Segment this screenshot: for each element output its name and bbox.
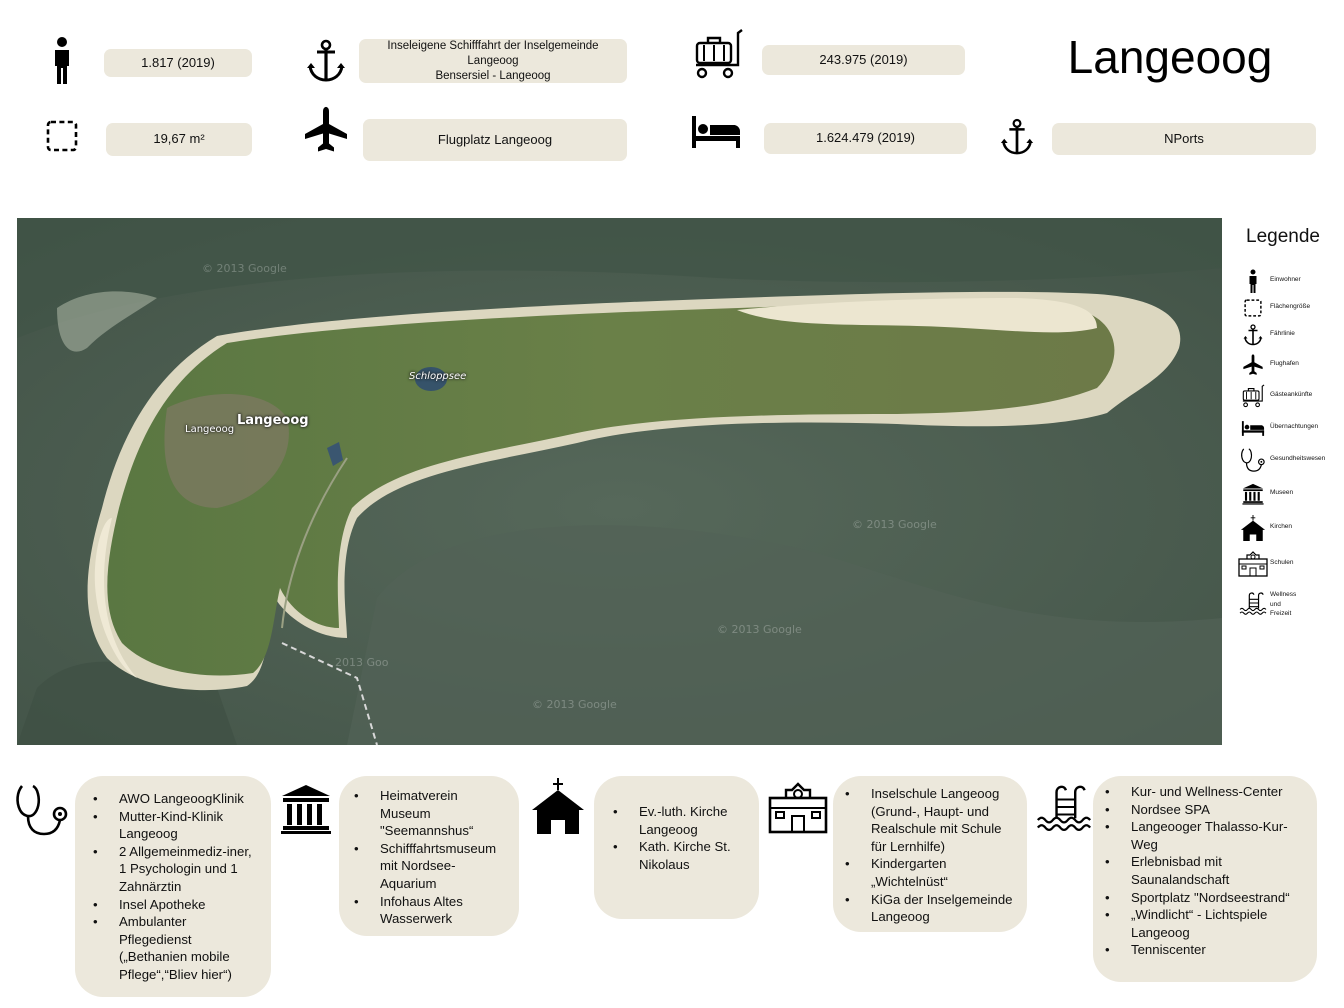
legend-title: Legende xyxy=(1246,226,1320,247)
legend-label: Fährlinie xyxy=(1270,330,1295,337)
church-icon xyxy=(1238,513,1268,543)
bed-icon xyxy=(1238,413,1268,443)
legend-label: Gesundheitswesen xyxy=(1270,455,1326,462)
map-label-town-main: Langeoog xyxy=(237,413,309,428)
anchor-icon xyxy=(1000,118,1034,156)
airplane-icon xyxy=(302,106,350,154)
list-item: Mutter-Kind-Klinik Langeoog xyxy=(89,808,261,843)
list-item: Sportplatz "Nordseestrand“ xyxy=(1101,889,1309,907)
schulen-list: Inselschule Langeoog (Grund-, Haupt- und… xyxy=(841,785,1017,926)
pool-ladder-icon xyxy=(1036,782,1092,832)
legend-item-faehre: Fährlinie xyxy=(1238,320,1342,350)
legend-item-gaeste: Gästeankünfte xyxy=(1238,381,1342,411)
legend-item-schulen: Schulen xyxy=(1238,549,1342,579)
list-item: Kindergarten „Wichtelnüst“ xyxy=(841,855,1017,890)
school-icon xyxy=(1238,549,1268,579)
stethoscope-icon xyxy=(1238,445,1268,475)
map-watermark: 2013 Goo xyxy=(335,656,389,669)
legend-item-einwohner: Einwohner xyxy=(1238,266,1342,296)
legend-item-wellness: Wellness und Freizeit xyxy=(1238,588,1342,622)
wellness-list: Kur- und Wellness-Center Nordsee SPA Lan… xyxy=(1101,783,1309,959)
pool-ladder-icon xyxy=(1238,588,1268,618)
kirchen-list: Ev.-luth. Kirche Langeoog Kath. Kirche S… xyxy=(609,803,749,873)
legend-item-uebernachtungen: Übernachtungen xyxy=(1238,413,1342,443)
person-icon xyxy=(50,36,74,84)
museen-box: Heimatverein Museum "Seemannshus“ Schiff… xyxy=(339,776,519,936)
luggage-cart-icon xyxy=(692,28,744,80)
luggage-cart-icon xyxy=(1238,381,1268,411)
list-item: Langeooger Thalasso-Kur-Weg xyxy=(1101,818,1309,853)
legend-item-gesundheit: Gesundheitswesen xyxy=(1238,445,1342,475)
faehre-line-2: Langeoog xyxy=(467,54,519,67)
list-item: „Windlicht“ - Lichtspiele Langeoog xyxy=(1101,906,1309,941)
schulen-box: Inselschule Langeoog (Grund-, Haupt- und… xyxy=(833,776,1027,932)
legend-label: Flächengröße xyxy=(1270,303,1311,310)
wellness-box: Kur- und Wellness-Center Nordsee SPA Lan… xyxy=(1093,776,1317,982)
school-icon xyxy=(768,782,828,834)
list-item: Erlebnisbad mit Saunalandschaft xyxy=(1101,853,1309,888)
legend-label: Einwohner xyxy=(1270,276,1301,283)
museum-icon xyxy=(280,783,332,835)
dashed-square-icon xyxy=(1238,293,1268,323)
legend-label: Kirchen xyxy=(1270,523,1293,530)
list-item: Schifffahrtsmuseum mit Nordsee-Aquarium xyxy=(350,840,509,893)
museen-list: Heimatverein Museum "Seemannshus“ Schiff… xyxy=(350,787,509,928)
legend-label: Übernachtungen xyxy=(1270,423,1319,430)
legend-label: Museen xyxy=(1270,489,1294,496)
anchor-icon xyxy=(1238,320,1268,350)
church-icon xyxy=(530,778,586,834)
gesundheit-list: AWO LangeoogKlinik Mutter-Kind-Klinik La… xyxy=(89,790,261,984)
dashed-square-icon xyxy=(46,120,78,152)
list-item: Heimatverein Museum "Seemannshus“ xyxy=(350,787,509,840)
map-label-lake: Schloppsee xyxy=(409,371,467,382)
legend-item-flaeche: Flächengröße xyxy=(1238,293,1342,323)
map-label-town-small: Langeoog xyxy=(185,424,235,435)
kirchen-box: Ev.-luth. Kirche Langeoog Kath. Kirche S… xyxy=(594,776,759,919)
faehre-value: Inseleigene Schifffahrt der Inselgemeind… xyxy=(359,39,627,83)
list-item: Infohaus Altes Wasserwerk xyxy=(350,893,509,928)
flughafen-value: Flugplatz Langeoog xyxy=(363,119,627,161)
hafen-value: NPorts xyxy=(1052,123,1316,155)
map-watermark: © 2013 Google xyxy=(852,518,937,531)
legend-item-flughafen: Flughafen xyxy=(1238,350,1342,380)
legend-label: Gästeankünfte xyxy=(1270,391,1313,398)
list-item: Inselschule Langeoog (Grund-, Haupt- und… xyxy=(841,785,1017,855)
anchor-icon xyxy=(306,39,346,83)
map-watermark: © 2013 Google xyxy=(202,262,287,275)
island-map: Schloppsee Langeoog Langeoog © 2013 Goog… xyxy=(17,218,1222,745)
einwohner-value: 1.817 (2019) xyxy=(104,49,252,77)
map-watermark: © 2013 Google xyxy=(717,623,802,636)
list-item: Kath. Kirche St. Nikolaus xyxy=(609,838,749,873)
person-icon xyxy=(1238,266,1268,296)
list-item: Kur- und Wellness-Center xyxy=(1101,783,1309,801)
list-item: Tenniscenter xyxy=(1101,941,1309,959)
list-item: AWO LangeoogKlinik xyxy=(89,790,261,808)
legend-label: Wellness und Freizeit xyxy=(1270,591,1297,617)
museum-icon xyxy=(1238,479,1268,509)
flaeche-value: 19,67 m² xyxy=(106,123,252,156)
airplane-icon xyxy=(1238,350,1268,380)
list-item: Ev.-luth. Kirche Langeoog xyxy=(609,803,749,838)
bed-icon xyxy=(690,114,742,150)
faehre-line-3: Bensersiel - Langeoog xyxy=(435,69,551,82)
gaeste-value: 243.975 (2019) xyxy=(762,45,965,75)
legend-label: Schulen xyxy=(1270,559,1294,566)
map-image xyxy=(17,218,1222,745)
stethoscope-icon xyxy=(14,782,70,838)
page-title: Langeoog xyxy=(1067,31,1273,83)
map-watermark: © 2013 Google xyxy=(532,698,617,711)
uebernachtungen-value: 1.624.479 (2019) xyxy=(764,123,967,154)
list-item: KiGa der Inselgemeinde Langeoog xyxy=(841,891,1017,926)
list-item: Nordsee SPA xyxy=(1101,801,1309,819)
legend-item-kirchen: Kirchen xyxy=(1238,513,1342,543)
faehre-line-1: Inseleigene Schifffahrt der Inselgemeind… xyxy=(387,39,599,52)
gesundheit-box: AWO LangeoogKlinik Mutter-Kind-Klinik La… xyxy=(75,776,271,997)
list-item: Insel Apotheke xyxy=(89,896,261,914)
list-item: 2 Allgemeinmediz-iner, 1 Psychologin und… xyxy=(89,843,261,896)
list-item: Ambulanter Pflegedienst („Bethanien mobi… xyxy=(89,913,261,983)
legend-item-museen: Museen xyxy=(1238,479,1342,509)
legend-label: Flughafen xyxy=(1270,360,1299,367)
